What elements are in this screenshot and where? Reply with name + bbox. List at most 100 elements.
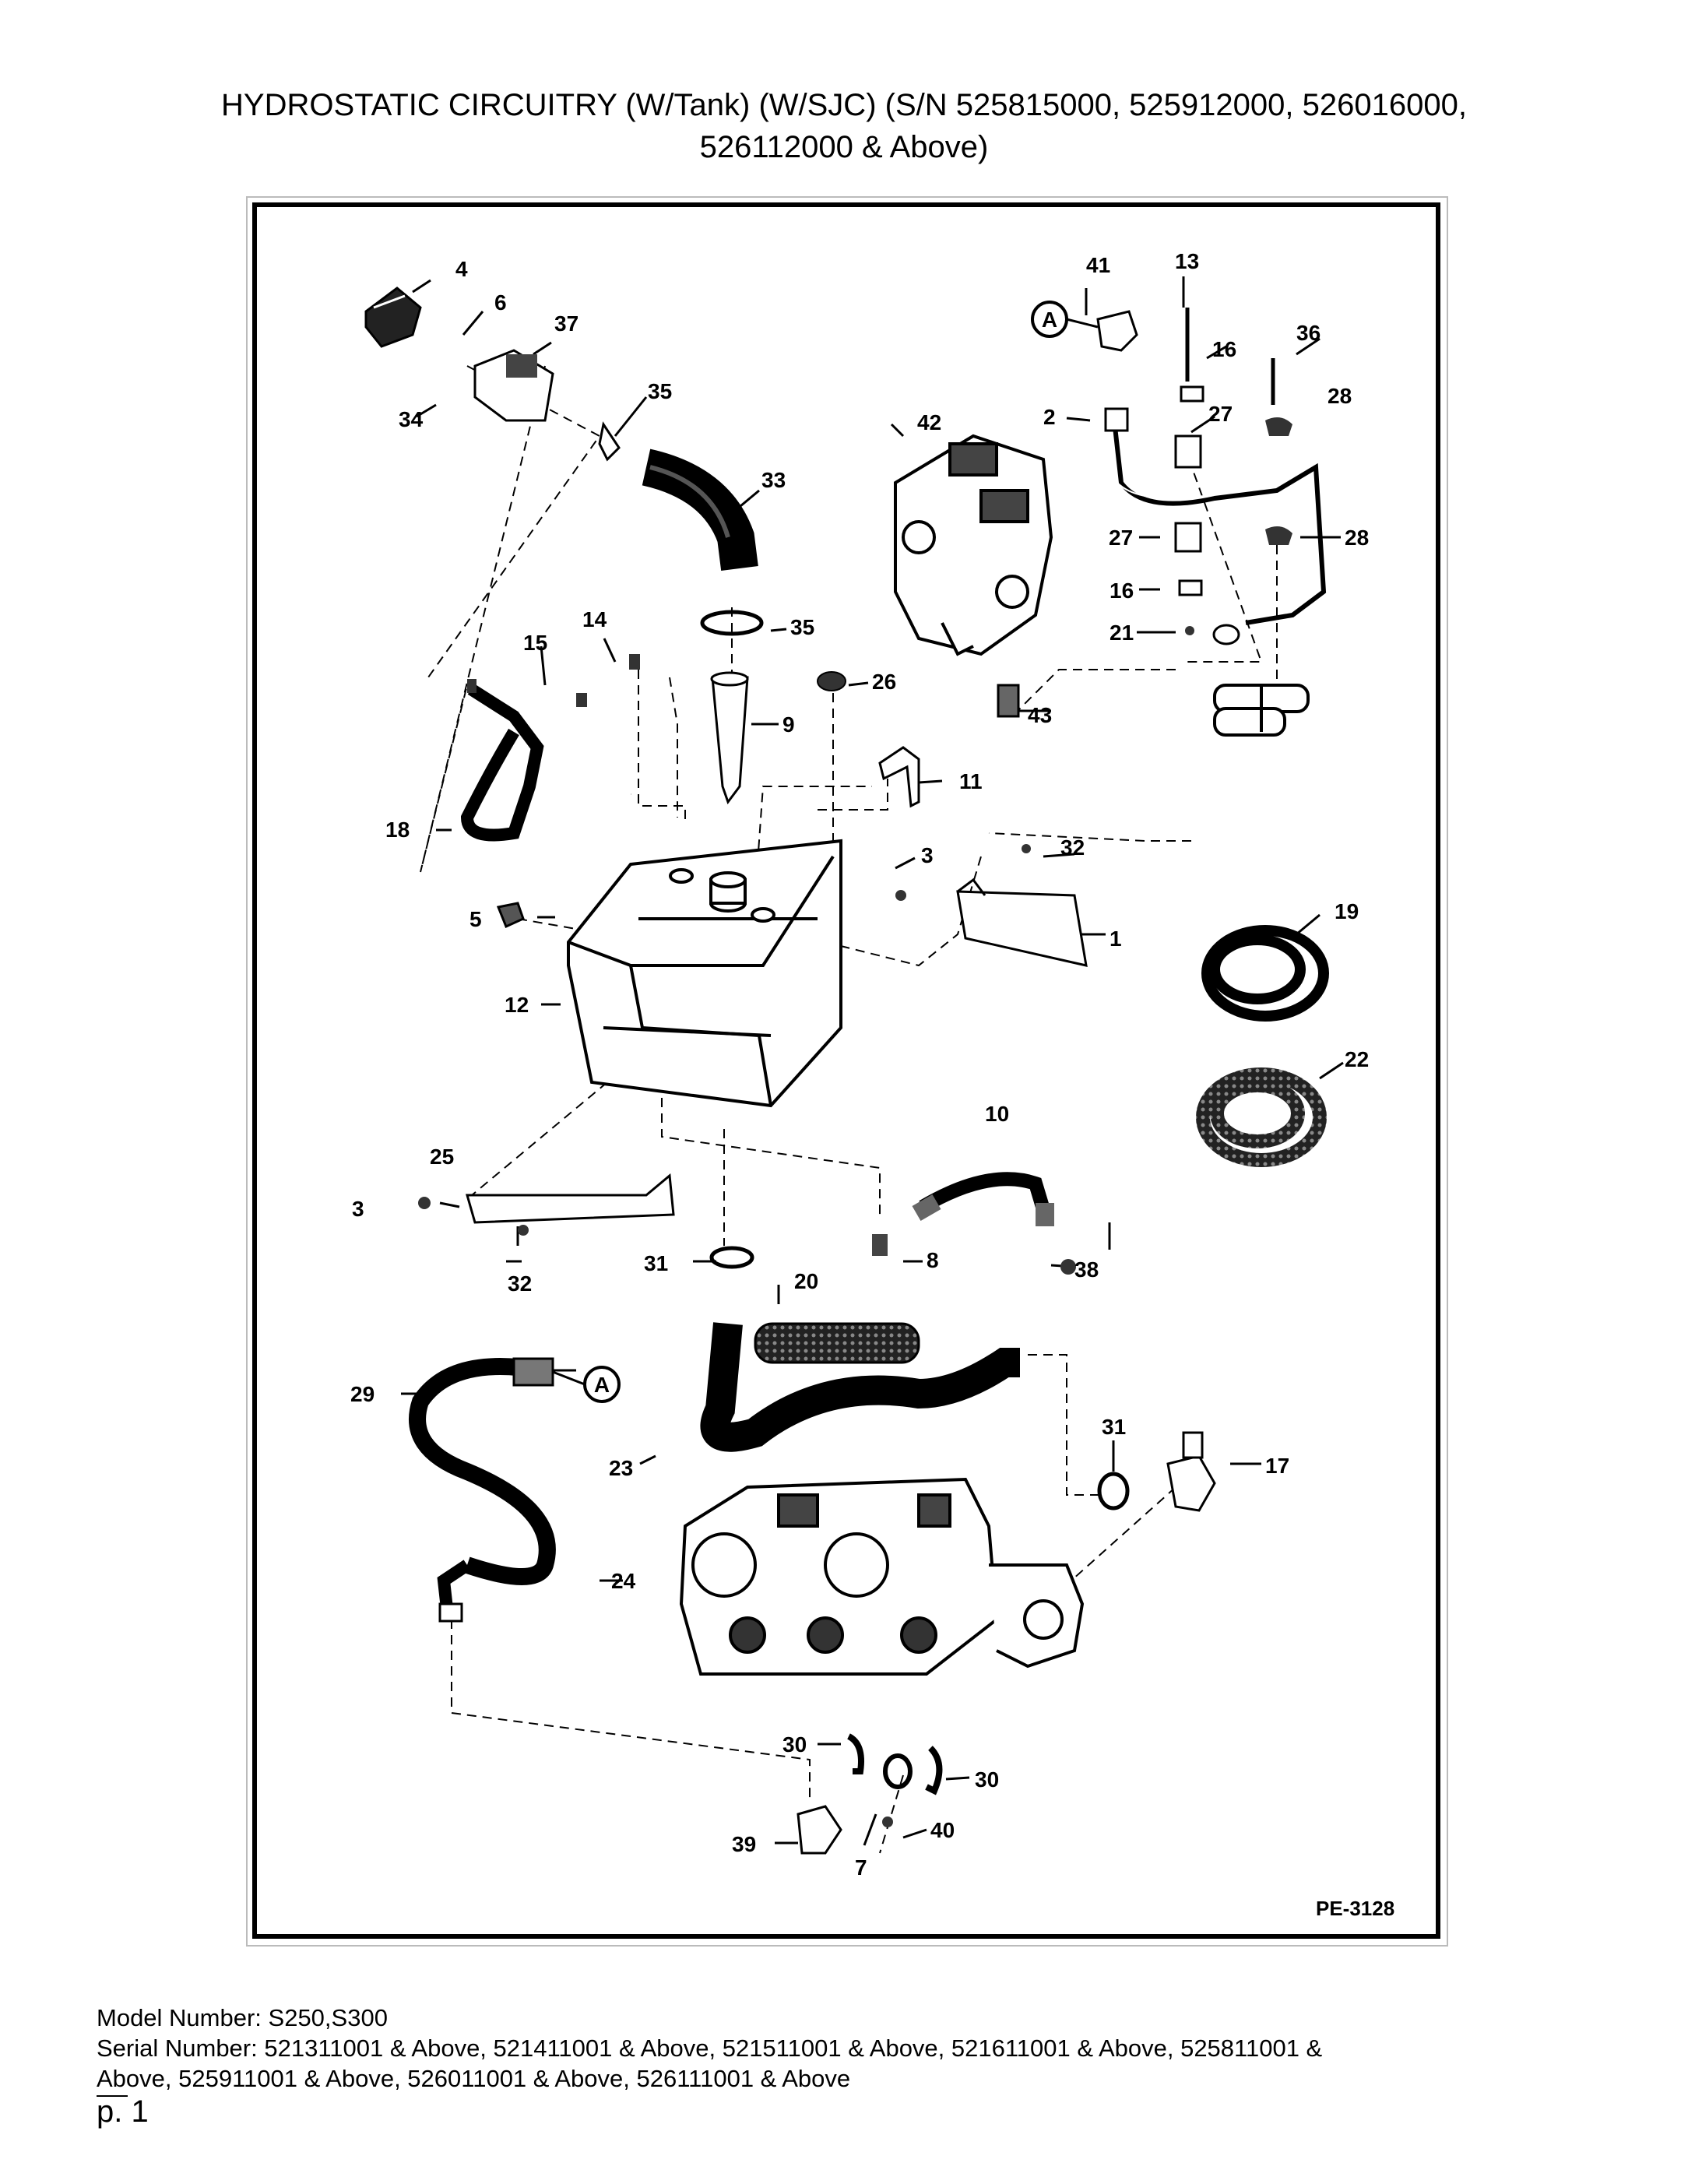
callout-label: 24	[611, 1569, 636, 1593]
callout-label: 33	[761, 468, 786, 492]
spring-guard	[754, 1322, 920, 1364]
callout-label: 11	[959, 769, 983, 793]
callout-label: 34	[399, 407, 424, 431]
breather-bracket	[473, 349, 554, 422]
callout-label: 20	[794, 1269, 818, 1293]
hose-23	[700, 1322, 1020, 1452]
washer-16-bottom	[1178, 579, 1203, 596]
callout-label: 12	[505, 993, 529, 1017]
callout-label: 16	[1110, 579, 1134, 603]
clamp-27-top	[1174, 434, 1202, 469]
hose-29	[409, 1358, 556, 1585]
callout-label: 31	[1102, 1415, 1126, 1439]
filler-cap	[364, 287, 422, 348]
retainer-30-left	[846, 1733, 864, 1774]
bolt-3-upper	[895, 890, 906, 901]
callout-label: 41	[1086, 253, 1110, 277]
bracket-25	[466, 1173, 675, 1224]
page-number: p. 1	[97, 2094, 149, 2129]
control-valve	[894, 434, 1053, 656]
callout-label: 18	[385, 818, 410, 842]
callout-label: 30	[975, 1767, 999, 1792]
screw-40	[882, 1816, 893, 1827]
callout-label: 29	[350, 1382, 375, 1406]
callout-label: 30	[782, 1732, 807, 1757]
callout-label: 43	[1028, 703, 1052, 727]
nut-2	[1104, 407, 1129, 432]
hose-29-fitting	[512, 1357, 554, 1387]
steel-tube	[1111, 412, 1327, 625]
hose-clamp-31	[709, 1246, 754, 1269]
callout-label: 16	[1212, 337, 1236, 361]
hydraulic-tank	[567, 839, 842, 1108]
fitting-8	[872, 1234, 888, 1256]
callout-label: 2	[1043, 405, 1056, 429]
callout-label: 42	[917, 410, 941, 434]
diagram-outer-frame	[246, 196, 1448, 1947]
callout-label: 38	[1074, 1257, 1099, 1282]
connector-a-top: A	[1031, 301, 1099, 338]
clamp-15a	[467, 679, 477, 693]
coiled-hose-19	[1201, 925, 1329, 1022]
grommet	[817, 671, 846, 691]
hydrostatic-pump	[679, 1477, 1085, 1676]
strainer	[711, 676, 749, 805]
callout-label: 5	[469, 907, 482, 931]
serial-number-line-2: Above, 525911001 & Above, 526011001 & Ab…	[97, 2065, 851, 2092]
clamp-28-top	[1265, 417, 1292, 436]
coiled-hose-22	[1196, 1067, 1327, 1167]
retainer-30-right	[925, 1746, 943, 1795]
callout-label: 35	[648, 379, 672, 403]
elbow-41	[1096, 310, 1138, 352]
nut-21	[1185, 626, 1194, 635]
fitting-43	[997, 684, 1020, 718]
tank-bracket-1	[956, 890, 1088, 967]
callout-label: 32	[508, 1271, 532, 1296]
callout-label: 32	[1060, 835, 1085, 860]
leader-lines	[401, 276, 1344, 1846]
callout-label: 17	[1265, 1454, 1289, 1478]
serial-number-line-1: Serial Number: 521311001 & Above, 521411…	[97, 2035, 1323, 2062]
callout-label: 31	[644, 1251, 668, 1275]
callout-label: 19	[1335, 899, 1359, 923]
nut-32-upper	[1022, 844, 1031, 853]
clamp-35-top	[598, 421, 621, 462]
footer-rule	[97, 2095, 128, 2097]
o-ring-7	[883, 1753, 913, 1789]
callout-label: 39	[732, 1832, 756, 1856]
svg-text:A: A	[1042, 308, 1057, 332]
callout-label: 27	[1208, 402, 1233, 426]
callout-label: 3	[352, 1197, 364, 1221]
callout-label: 14	[582, 607, 607, 631]
callout-label: 13	[1175, 249, 1199, 273]
nut-38	[1060, 1259, 1076, 1275]
callout-labels: 1 2 3 3 4 5 6 7 8 9 10 11 12 13 14 15 16…	[350, 249, 1369, 1880]
callout-label: 25	[430, 1145, 454, 1169]
callout-label: 1	[1110, 927, 1122, 951]
svg-text:A: A	[594, 1373, 610, 1397]
callout-label: 36	[1296, 321, 1321, 345]
callout-label: 37	[554, 311, 578, 336]
bolt-3-lower	[418, 1197, 431, 1209]
callout-label: 26	[872, 670, 896, 694]
clamp-28-bottom	[1265, 526, 1292, 545]
model-number: Model Number: S250,S300	[97, 2004, 388, 2031]
elbow-fitting-39	[797, 1805, 842, 1855]
fitting-14	[629, 654, 640, 670]
fitting-17	[1166, 1454, 1216, 1512]
drain-plug	[496, 902, 525, 929]
tee-fitting	[1213, 684, 1310, 737]
callout-label: 7	[855, 1855, 867, 1880]
footer-info: Model Number: S250,S300 Serial Number: 5…	[97, 2003, 1576, 2097]
diagram-frame	[252, 202, 1440, 1939]
callout-label: 15	[523, 631, 547, 655]
assembly-lines	[420, 365, 1278, 1854]
callout-label: 40	[930, 1818, 955, 1842]
callout-label: 28	[1328, 384, 1352, 408]
clamp-27-bottom	[1174, 522, 1202, 553]
callout-label: 35	[790, 615, 814, 639]
breather-hose	[460, 684, 544, 842]
nut-32-lower	[518, 1225, 529, 1236]
washer-16-top	[1180, 385, 1204, 403]
